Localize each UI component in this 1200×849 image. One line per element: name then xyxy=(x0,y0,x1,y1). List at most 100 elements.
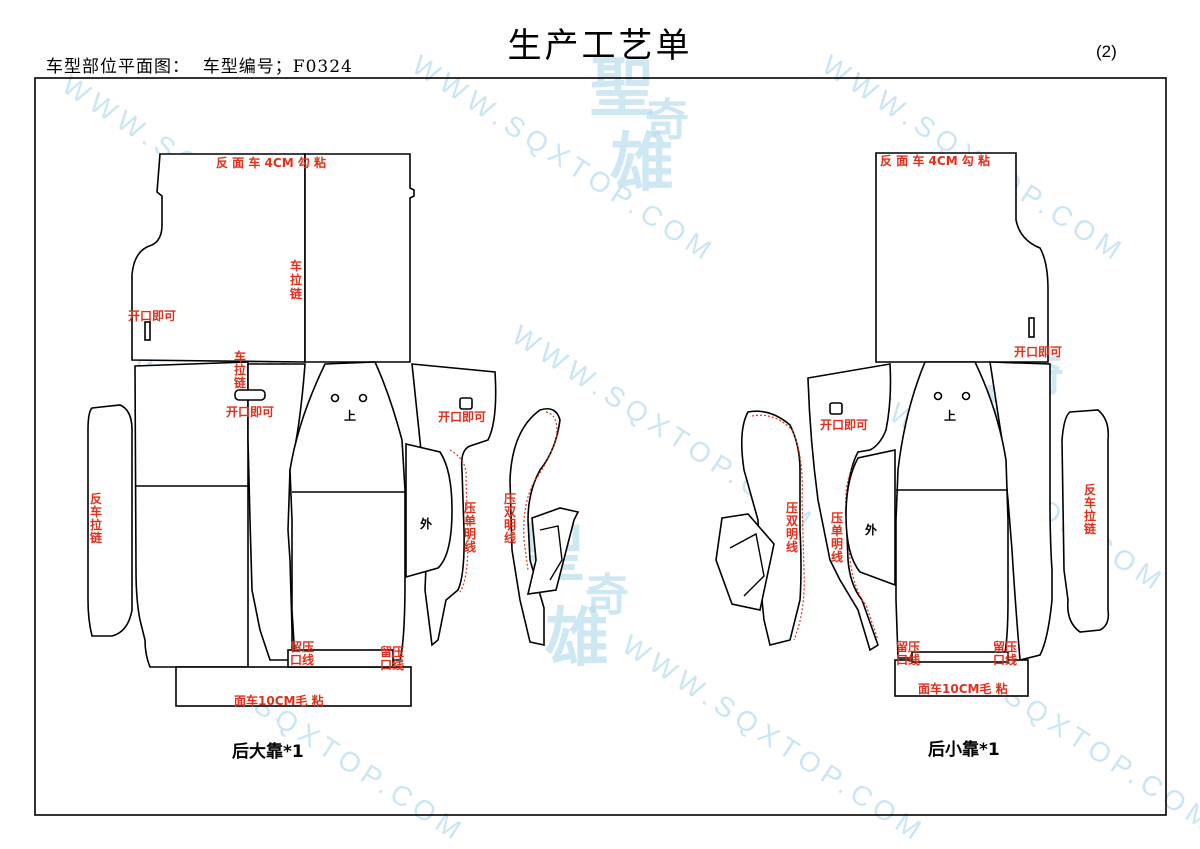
left-side-zip-2: 车 xyxy=(90,504,102,519)
left-zip-mid-3: 链 xyxy=(234,375,247,390)
left-hole-b xyxy=(358,393,368,403)
right-single-line-4: 线 xyxy=(831,549,843,564)
right-fold-piece xyxy=(715,513,775,611)
right-far-strip xyxy=(740,410,802,646)
right-double-line-2: 双 xyxy=(786,514,798,528)
right-wing-slot xyxy=(829,402,843,415)
left-zip-top-2: 拉 xyxy=(290,272,302,287)
right-pattern-group xyxy=(715,152,1110,697)
left-label-press-a: 留压 口线 xyxy=(290,639,314,667)
left-double-line-3: 明 xyxy=(504,518,516,532)
left-label-open-mid: 开口即可 xyxy=(226,405,274,419)
left-far-stitch xyxy=(523,411,558,571)
left-side-strip xyxy=(87,404,133,637)
left-bottom-tab xyxy=(287,649,394,668)
left-top-panel-b xyxy=(304,153,415,363)
left-zip-top-3: 链 xyxy=(290,286,303,301)
left-pattern-group xyxy=(87,153,580,707)
watermark-url-2: WWW.SQXTOP.COM xyxy=(407,49,722,268)
left-side-zip-4: 链 xyxy=(90,530,103,545)
drawing-frame xyxy=(34,77,1167,816)
left-press-a-2: 口线 xyxy=(290,652,314,667)
watermark-brand-4c: 雄 xyxy=(545,601,609,676)
right-far-stitch xyxy=(751,414,805,641)
left-wing-stitch xyxy=(449,449,469,593)
left-press-b-2: 口线 xyxy=(380,657,404,672)
left-label-bottom-seam: 面车10CM毛 粘 xyxy=(234,693,324,708)
left-label-open-right: 开口即可 xyxy=(438,410,486,424)
left-label-open-left: 开口即可 xyxy=(128,309,176,323)
right-center-panel xyxy=(895,361,1009,659)
right-single-line-1: 压 xyxy=(831,511,843,525)
right-press-b-1: 留压 xyxy=(993,639,1017,654)
watermark-brand-1b: 奇 xyxy=(645,95,689,146)
left-slot-a xyxy=(144,321,151,341)
right-press-a-1: 留压 xyxy=(896,639,920,654)
right-label-press-a: 留压 口线 xyxy=(896,639,920,667)
right-lower-panel xyxy=(989,361,1053,662)
watermark-brand-1c: 雄 xyxy=(610,126,674,201)
left-fold-crease xyxy=(539,525,563,581)
left-far-strip xyxy=(509,407,561,646)
left-double-line-2: 双 xyxy=(504,505,516,519)
right-label-double-line: 压 双 明 线 xyxy=(786,501,798,554)
model-subtitle: 车型部位平面图： 车型编号；F0324 xyxy=(46,57,353,77)
left-label-zip-mid: 车 拉 链 xyxy=(234,349,247,390)
left-single-line-2: 单 xyxy=(464,513,476,528)
left-label-outer: 外 xyxy=(420,516,432,531)
left-pattern-caption: 后大靠*1 xyxy=(232,741,304,762)
right-side-zip-4: 链 xyxy=(1084,521,1097,536)
right-label-open-right: 开口即可 xyxy=(1014,345,1062,359)
left-label-top-seam: 反 面 车 4CM 勾 粘 xyxy=(216,155,326,170)
right-label-bottom-seam: 面车10CM毛 粘 xyxy=(918,681,1008,696)
left-top-panel-a xyxy=(131,153,306,363)
right-double-line-1: 压 xyxy=(786,501,798,515)
left-label-press-b: 留压 口线 xyxy=(380,644,404,672)
watermark-brand-4b: 奇 xyxy=(585,570,629,621)
left-bottom-panel xyxy=(175,666,412,707)
right-side-zip-2: 车 xyxy=(1084,495,1096,510)
left-wing-slot xyxy=(459,397,473,410)
left-double-line-1: 压 xyxy=(504,492,516,506)
right-label-open-left: 开口即可 xyxy=(820,418,868,432)
right-fold-crease xyxy=(729,532,765,597)
left-single-line-4: 线 xyxy=(464,539,476,554)
right-single-line-3: 明 xyxy=(831,537,843,551)
right-single-line-2: 单 xyxy=(831,523,843,538)
left-label-side-zip: 反 车 拉 链 xyxy=(90,491,103,545)
right-press-a-2: 口线 xyxy=(896,652,920,667)
right-side-zip-3: 拉 xyxy=(1084,508,1096,523)
right-double-line-4: 线 xyxy=(786,539,798,554)
left-lower-panel xyxy=(134,361,249,668)
right-hole-a xyxy=(933,391,943,401)
left-zip-pull xyxy=(234,389,266,401)
left-zip-top-1: 车 xyxy=(290,258,302,273)
right-outer-panel xyxy=(845,449,896,587)
page-title: 生产工艺单 xyxy=(507,26,693,66)
left-label-top-mark: 上 xyxy=(344,408,356,423)
left-center-panel xyxy=(289,361,406,661)
right-side-strip xyxy=(1061,409,1110,633)
right-slot-a xyxy=(1028,317,1035,338)
right-label-single-line: 压 单 明 线 xyxy=(831,511,843,564)
left-press-a-1: 留压 xyxy=(290,639,314,654)
left-outer-panel xyxy=(405,442,453,579)
right-label-side-zip: 反 车 拉 链 xyxy=(1084,482,1097,536)
right-label-top-seam: 反 面 车 4CM 勾 粘 xyxy=(880,153,990,168)
left-press-b-1: 留压 xyxy=(380,644,404,659)
left-side-zip-1: 反 xyxy=(90,491,102,506)
left-single-line-1: 压 xyxy=(464,501,476,515)
left-zip-mid-2: 拉 xyxy=(234,362,246,377)
right-label-outer: 外 xyxy=(865,522,877,537)
page-number: (2) xyxy=(1096,42,1117,61)
right-bottom-panel xyxy=(894,659,1029,697)
right-press-b-2: 口线 xyxy=(993,652,1017,667)
right-hole-b xyxy=(961,391,971,401)
left-zip-mid-1: 车 xyxy=(234,349,246,364)
right-label-press-b: 留压 口线 xyxy=(993,639,1017,667)
right-side-zip-1: 反 xyxy=(1084,482,1096,497)
watermark-brand-1a: 聖 xyxy=(590,51,654,126)
left-side-zip-3: 拉 xyxy=(90,517,102,532)
right-top-panel xyxy=(875,152,1049,363)
left-single-line-3: 明 xyxy=(464,527,476,541)
